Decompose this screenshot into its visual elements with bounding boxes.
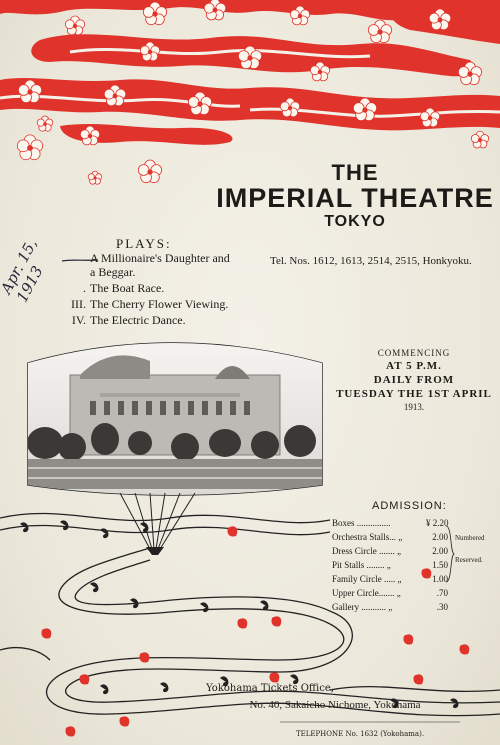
office-telephone: TELEPHONE No. 1632 (Yokohama). xyxy=(295,730,425,738)
admission-row: Boxes ...............¥ 2.20 xyxy=(332,518,449,528)
cherry-blossom-icon xyxy=(36,115,54,132)
admission-row: Gallery ........... „.30 xyxy=(332,602,448,612)
cherry-blossom-icon xyxy=(103,84,127,107)
office-address: No. 40, Sakaicho Nichome, Yokohama xyxy=(249,699,421,711)
admission-row: Family Circle ..... „1.00 xyxy=(332,574,448,584)
fan-photograph xyxy=(27,342,323,555)
commencing-label: COMMENCING xyxy=(377,348,451,358)
title-city: TOKYO xyxy=(324,213,386,230)
cherry-blossom-icon xyxy=(352,97,378,122)
cherry-blossom-icon xyxy=(203,0,227,21)
admission-row: Orchestra Stalls... „2.00 xyxy=(332,532,448,542)
handwritten-mark xyxy=(61,259,99,262)
cherry-blossom-icon xyxy=(279,97,301,118)
plays-heading: PLAYS: xyxy=(116,236,172,251)
play-item: IV.The Electric Dance. xyxy=(71,313,186,327)
cherry-blossom-icon xyxy=(428,8,452,31)
cherry-blossom-icon xyxy=(79,125,101,146)
falling-petals xyxy=(41,526,470,737)
play-item: a Beggar. xyxy=(90,265,136,279)
numbered-label: Numbered xyxy=(455,534,485,542)
cherry-blossom-icon xyxy=(139,41,161,62)
admission-row: Pit Stalls ........ „1.50 xyxy=(332,560,448,570)
cherry-blossom-icon xyxy=(470,130,490,149)
signature-text: Apr. 15, 1913 xyxy=(0,235,47,306)
play-item: III.The Cherry Flower Viewing. xyxy=(71,297,229,311)
play-item: .The Boat Race. xyxy=(83,281,165,295)
cherry-blossom-icon xyxy=(309,61,331,82)
reserved-label: Reserved. xyxy=(455,556,483,564)
cherry-blossom-icon xyxy=(142,1,168,26)
year: 1913. xyxy=(403,402,425,412)
cherry-blossom-icon xyxy=(17,79,43,104)
cherry-blossom-icon xyxy=(87,170,103,185)
admission-heading: ADMISSION: xyxy=(372,500,447,512)
cherry-blossom-icon xyxy=(457,61,483,86)
bracket-icon xyxy=(445,525,455,583)
title-theatre-name: IMPERIAL THEATRE xyxy=(216,183,494,213)
title-the: THE xyxy=(331,160,379,185)
daily-from: DAILY FROM xyxy=(373,374,455,386)
admission-row: Upper Circle....... „.70 xyxy=(332,588,448,598)
cherry-blossom-icon xyxy=(64,15,86,36)
cloud-blossom-decoration xyxy=(0,0,500,185)
cherry-blossom-icon xyxy=(289,5,311,26)
admission-row: Dress Circle ....... „2.00 xyxy=(332,546,448,556)
cherry-blossom-icons xyxy=(16,0,490,185)
start-date: TUESDAY THE 1ST APRIL xyxy=(336,388,492,400)
cherry-blossom-icon xyxy=(237,45,263,70)
cherry-blossom-icon xyxy=(16,134,44,161)
play-item: A Millionaire's Daughter and xyxy=(90,251,230,265)
cherry-blossom-icon xyxy=(367,19,393,44)
cherry-blossom-icon xyxy=(137,159,163,184)
telephone-numbers: Tel. Nos. 1612, 1613, 2514, 2515, Honkyo… xyxy=(270,255,472,267)
start-time: AT 5 P.M. xyxy=(386,360,442,372)
wave-decoration xyxy=(0,512,500,737)
cherry-blossom-icon xyxy=(419,107,441,128)
tickets-office: Yokohama Tickets Office, xyxy=(206,683,334,694)
divider xyxy=(280,721,460,723)
cherry-blossom-icon xyxy=(187,91,213,116)
